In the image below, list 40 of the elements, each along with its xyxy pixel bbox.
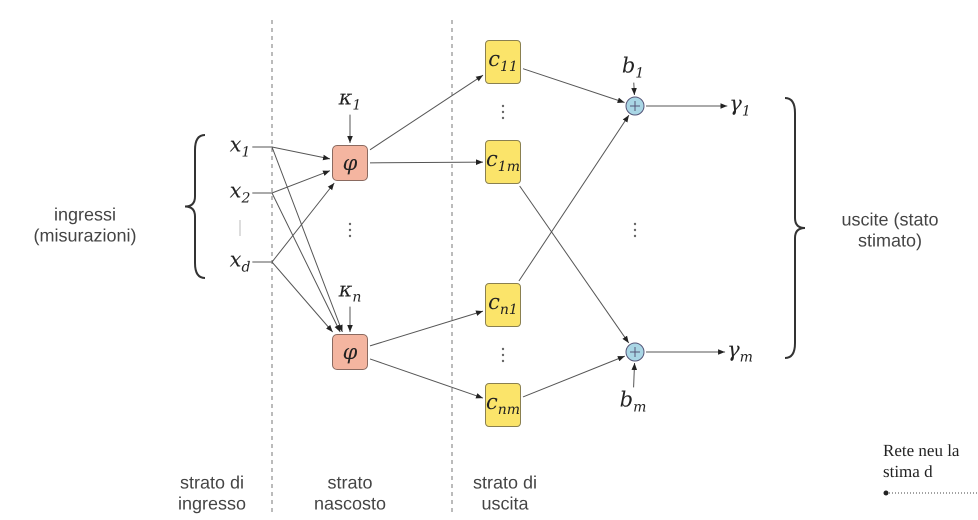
arrow (631, 362, 638, 388)
arrow (252, 146, 343, 332)
math-symbol: γ$_{1}$ (729, 93, 751, 119)
arrow (347, 114, 353, 144)
layer-label: strato di uscita (472, 472, 538, 514)
weight-box: c$_{n1}$ (485, 283, 521, 327)
arrow (631, 82, 637, 96)
arrow (347, 306, 353, 332)
sum-junction (625, 96, 645, 116)
arrow (252, 192, 341, 332)
hidden-neuron-box: φ (332, 334, 368, 370)
arrow (518, 114, 630, 282)
math-symbol: κ$_{1}$ (338, 87, 362, 113)
math-symbol: b$_{1}$ (622, 55, 644, 81)
arrow (519, 186, 630, 344)
math-symbol: γ$_{m}$ (727, 339, 753, 365)
math-symbol: b$_{m}$ (620, 389, 646, 415)
math-symbol: κ$_{n}$ (338, 279, 362, 305)
hidden-neuron-box: φ (332, 145, 368, 181)
math-symbol: x$_{d}$ (230, 249, 250, 275)
group-label: uscite (stato stimato) (840, 209, 940, 251)
arrow (370, 74, 484, 150)
weight-box: c$_{1m}$ (485, 140, 521, 184)
arrow (646, 103, 728, 109)
arrow (370, 159, 484, 165)
group-label: ingressi (misurazioni) (32, 204, 138, 246)
sum-junction (625, 342, 645, 362)
arrow (522, 356, 626, 398)
arrow (370, 310, 484, 346)
weight-box: c$_{11}$ (485, 40, 521, 84)
math-symbol: x$_{1}$ (230, 134, 250, 160)
arrow (646, 349, 726, 355)
arrow (522, 68, 626, 104)
math-symbol: x$_{2}$ (230, 180, 250, 206)
figure-caption: Rete neu la stima d (883, 440, 960, 482)
arrow (252, 262, 334, 332)
layer-label: strato di ingresso (176, 472, 248, 514)
weight-box: c$_{nm}$ (485, 383, 521, 427)
layer-label: strato nascosto (312, 472, 388, 514)
arrow (370, 358, 484, 399)
